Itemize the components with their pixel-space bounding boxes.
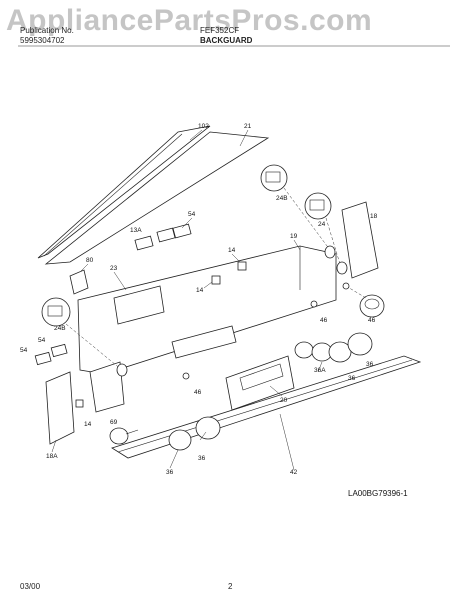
callout-18: 18 bbox=[370, 213, 378, 220]
end-cap-18a bbox=[45, 371, 75, 445]
callout-20: 20 bbox=[280, 397, 288, 404]
switch-13a bbox=[134, 235, 154, 251]
publication-label: Publication No. bbox=[20, 26, 74, 35]
switch-54-left-b bbox=[50, 343, 68, 358]
end-cap-18 bbox=[341, 201, 379, 279]
panel-recess bbox=[171, 325, 237, 359]
callout-36-b: 36 bbox=[348, 375, 356, 382]
bulb-left bbox=[116, 363, 128, 377]
callout-14-c: 14 bbox=[84, 421, 92, 428]
callout-24b-top: 24B bbox=[276, 195, 288, 202]
knob-36-b bbox=[328, 341, 352, 363]
switch-54-top-a bbox=[156, 227, 176, 243]
control-housing-20 bbox=[225, 355, 295, 411]
detail-circle-24b-top bbox=[260, 164, 288, 192]
detail-circle-24b-left bbox=[41, 297, 71, 327]
panel-window-23 bbox=[113, 285, 165, 325]
bulb-right-b bbox=[336, 261, 348, 275]
callout-69: 69 bbox=[110, 419, 118, 426]
callout-19: 19 bbox=[290, 233, 298, 240]
callout-54-left-b: 54 bbox=[20, 347, 28, 354]
clip-14-b bbox=[211, 275, 221, 285]
callout-18a: 18A bbox=[46, 453, 58, 460]
knob-36-a bbox=[294, 341, 314, 359]
callout-54-left-a: 54 bbox=[38, 337, 46, 344]
screw-69 bbox=[109, 427, 129, 445]
top-trim-21 bbox=[44, 131, 270, 265]
callout-46-b: 46 bbox=[368, 317, 376, 324]
switch-54-top-b bbox=[172, 223, 192, 239]
knob-36-d bbox=[168, 429, 192, 451]
left-bracket bbox=[89, 361, 125, 413]
footer-page: 2 bbox=[228, 582, 233, 591]
callout-102: 102 bbox=[198, 123, 209, 130]
footer-date: 03/00 bbox=[20, 582, 41, 591]
knob-46-detail bbox=[359, 294, 385, 318]
callout-36a: 36A bbox=[314, 367, 326, 374]
display-window bbox=[239, 363, 284, 391]
clip-80 bbox=[69, 269, 89, 295]
callout-36-d: 36 bbox=[166, 469, 174, 476]
screw-46-c bbox=[342, 282, 350, 290]
top-trim-102 bbox=[37, 125, 211, 259]
bulb-right-a bbox=[324, 245, 336, 259]
knob-36-e bbox=[195, 416, 221, 440]
callout-13a: 13A bbox=[130, 227, 142, 234]
callout-23: 23 bbox=[110, 265, 118, 272]
screw-46-a bbox=[310, 300, 318, 308]
clip-14-c bbox=[75, 399, 84, 408]
diagram-code: LA00BG79396-1 bbox=[348, 489, 408, 498]
callout-24b-left: 24B bbox=[54, 325, 66, 332]
switch-54-left-a bbox=[34, 351, 52, 366]
knob-36-c bbox=[347, 332, 373, 356]
publication-number: 5995304702 bbox=[20, 36, 65, 45]
detail-circle-24 bbox=[304, 192, 332, 220]
callout-46-a: 46 bbox=[320, 317, 328, 324]
callout-24: 24 bbox=[318, 221, 326, 228]
watermark: AppliancePartsPros.com bbox=[6, 4, 373, 37]
callout-21: 21 bbox=[244, 123, 252, 130]
callout-14-b: 14 bbox=[196, 287, 204, 294]
callout-14-a: 14 bbox=[228, 247, 236, 254]
callout-36-e: 36 bbox=[198, 455, 206, 462]
callout-42: 42 bbox=[290, 469, 298, 476]
section-title: BACKGUARD bbox=[200, 36, 253, 45]
callout-46-c: 46 bbox=[194, 389, 202, 396]
screw-46-b bbox=[182, 372, 190, 380]
callout-36-a: 36 bbox=[366, 361, 374, 368]
model-label: FEF352CF bbox=[200, 26, 240, 35]
callout-54-top: 54 bbox=[188, 211, 196, 218]
clip-14-a bbox=[237, 261, 247, 271]
callout-80: 80 bbox=[86, 257, 94, 264]
